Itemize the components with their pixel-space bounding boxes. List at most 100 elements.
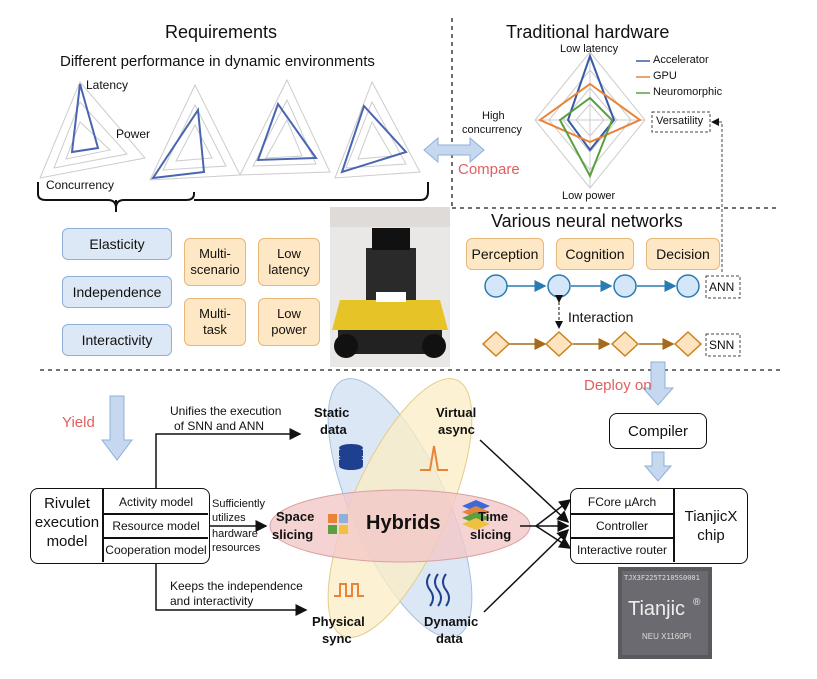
property-elasticity: Elasticity [62,228,172,260]
compiler-box: Compiler [609,413,707,449]
time-label-1: Time [478,509,509,524]
radar-triangle-3 [239,78,331,176]
layers-icon [462,500,490,530]
chip-photo [618,567,712,659]
versatility-box [651,111,711,133]
scenario-multi-scenario: Multi- scenario [184,238,246,286]
compare-arrow [423,136,485,164]
grid-icon [328,514,348,534]
requirements-subtitle: Different performance in dynamic environ… [60,53,375,70]
legend-gpu: GPU [653,70,677,82]
chip-box [570,488,748,564]
axis-latency: Latency [86,78,129,92]
rivulet-row-line-1 [102,513,208,515]
physical-label-1: Physical [312,614,365,629]
suff-text-3: hardware [212,528,258,540]
chip-marking-bottom: NEU X1160PI [642,632,692,641]
static-label-2: data [320,422,347,437]
chip-fcore: FCore µArch [587,494,657,509]
ann-chain [484,274,700,298]
requirements-title: Requirements [165,22,278,42]
stage-perception: Perception [466,238,544,270]
keeps-text-2: and interactivity [170,594,254,608]
keeps-arrow [155,562,308,616]
axis-low-latency: Low latency [560,43,619,55]
suff-text-2: utilizes [212,512,246,524]
chip-brand: Tianjic [628,598,686,620]
axis-low-power: Low power [562,190,616,202]
suff-text-4: resources [212,542,261,554]
rivulet-title-2: execution [34,514,100,531]
chip-name-2: chip [697,527,725,544]
radar-triangle-2 [149,83,241,181]
snn-box [705,333,741,357]
chip-row-line-2 [570,537,674,539]
chip-controller: Controller [595,518,649,533]
traditional-title: Traditional hardware [506,22,670,42]
yield-arrow [101,395,133,461]
axis-versatility: Versatility [656,115,704,127]
unifies-text-2: of SNN and ANN [174,419,265,433]
legend-neuromorphic: Neuromorphic [653,86,723,98]
property-interactivity: Interactivity [62,324,172,356]
chip-reg: ® [693,597,701,608]
chip-marking-top: TJX3F225T2105S0001 [624,574,700,582]
scenario-low-latency: Low latency [258,238,320,286]
ann-label: ANN [709,280,735,294]
radar-triangle-4 [334,80,421,179]
virtual-label-1: Virtual [436,405,477,420]
compare-label: Compare [458,161,520,178]
compiler-chip-arrow [643,451,673,482]
hardware-radar [534,51,646,189]
rivulet-box [30,488,210,564]
scenario-low-power: Low power [258,298,320,346]
radar-triangle-1 [39,81,146,179]
yield-label: Yield [62,414,95,431]
axis-power: Power [116,127,151,141]
database-icon [339,444,363,470]
hybrids-center: Hybrids [366,512,441,534]
robot-photo [330,207,450,367]
unifies-arrow [155,428,302,488]
square-wave-icon [334,583,364,597]
ann-box [705,275,741,299]
scenario-multi-task: Multi- task [184,298,246,346]
property-independence: Independence [62,276,172,308]
rivulet-divider [102,489,104,562]
unifies-text-1: Unifies the execution [170,404,282,418]
networks-title: Various neural networks [491,211,683,231]
snn-chain [481,330,703,358]
stage-cognition: Cognition [556,238,634,270]
resource-model: Resource model [112,518,200,533]
time-label-2: slicing [470,527,512,542]
axis-high: High [482,110,505,122]
space-label-1: Space [276,509,315,524]
suff-text-1: Sufficiently [212,498,265,510]
axis-concurrency: Concurrency [46,178,115,192]
waves-icon [426,573,450,607]
physical-label-2: sync [322,631,352,646]
space-label-2: slicing [272,527,314,542]
axis-concurrency-hw: concurrency [462,124,522,136]
dynamic-label-2: data [436,631,463,646]
cooperation-model: Cooperation model [105,542,207,557]
chip-router: Interactive router [576,542,668,557]
rivulet-title-3: model [46,533,88,550]
interaction-label: Interaction [568,309,634,325]
gpu-series [537,82,643,144]
static-label-1: Static [314,405,350,420]
chip-divider [673,489,675,562]
rivulet-title-1: Rivulet [44,495,90,512]
chip-row-line-1 [570,513,674,515]
snn-label: SNN [709,338,735,352]
keeps-text-1: Keeps the independence [170,579,303,593]
deploy-arrow [641,361,675,406]
chip-name-1: TianjicX [684,508,738,525]
spike-icon [420,445,448,471]
deploy-label: Deploy on [584,377,652,394]
dynamic-label-1: Dynamic [424,614,479,629]
accelerator-series [566,53,616,152]
ann-versatility-link [711,118,723,272]
